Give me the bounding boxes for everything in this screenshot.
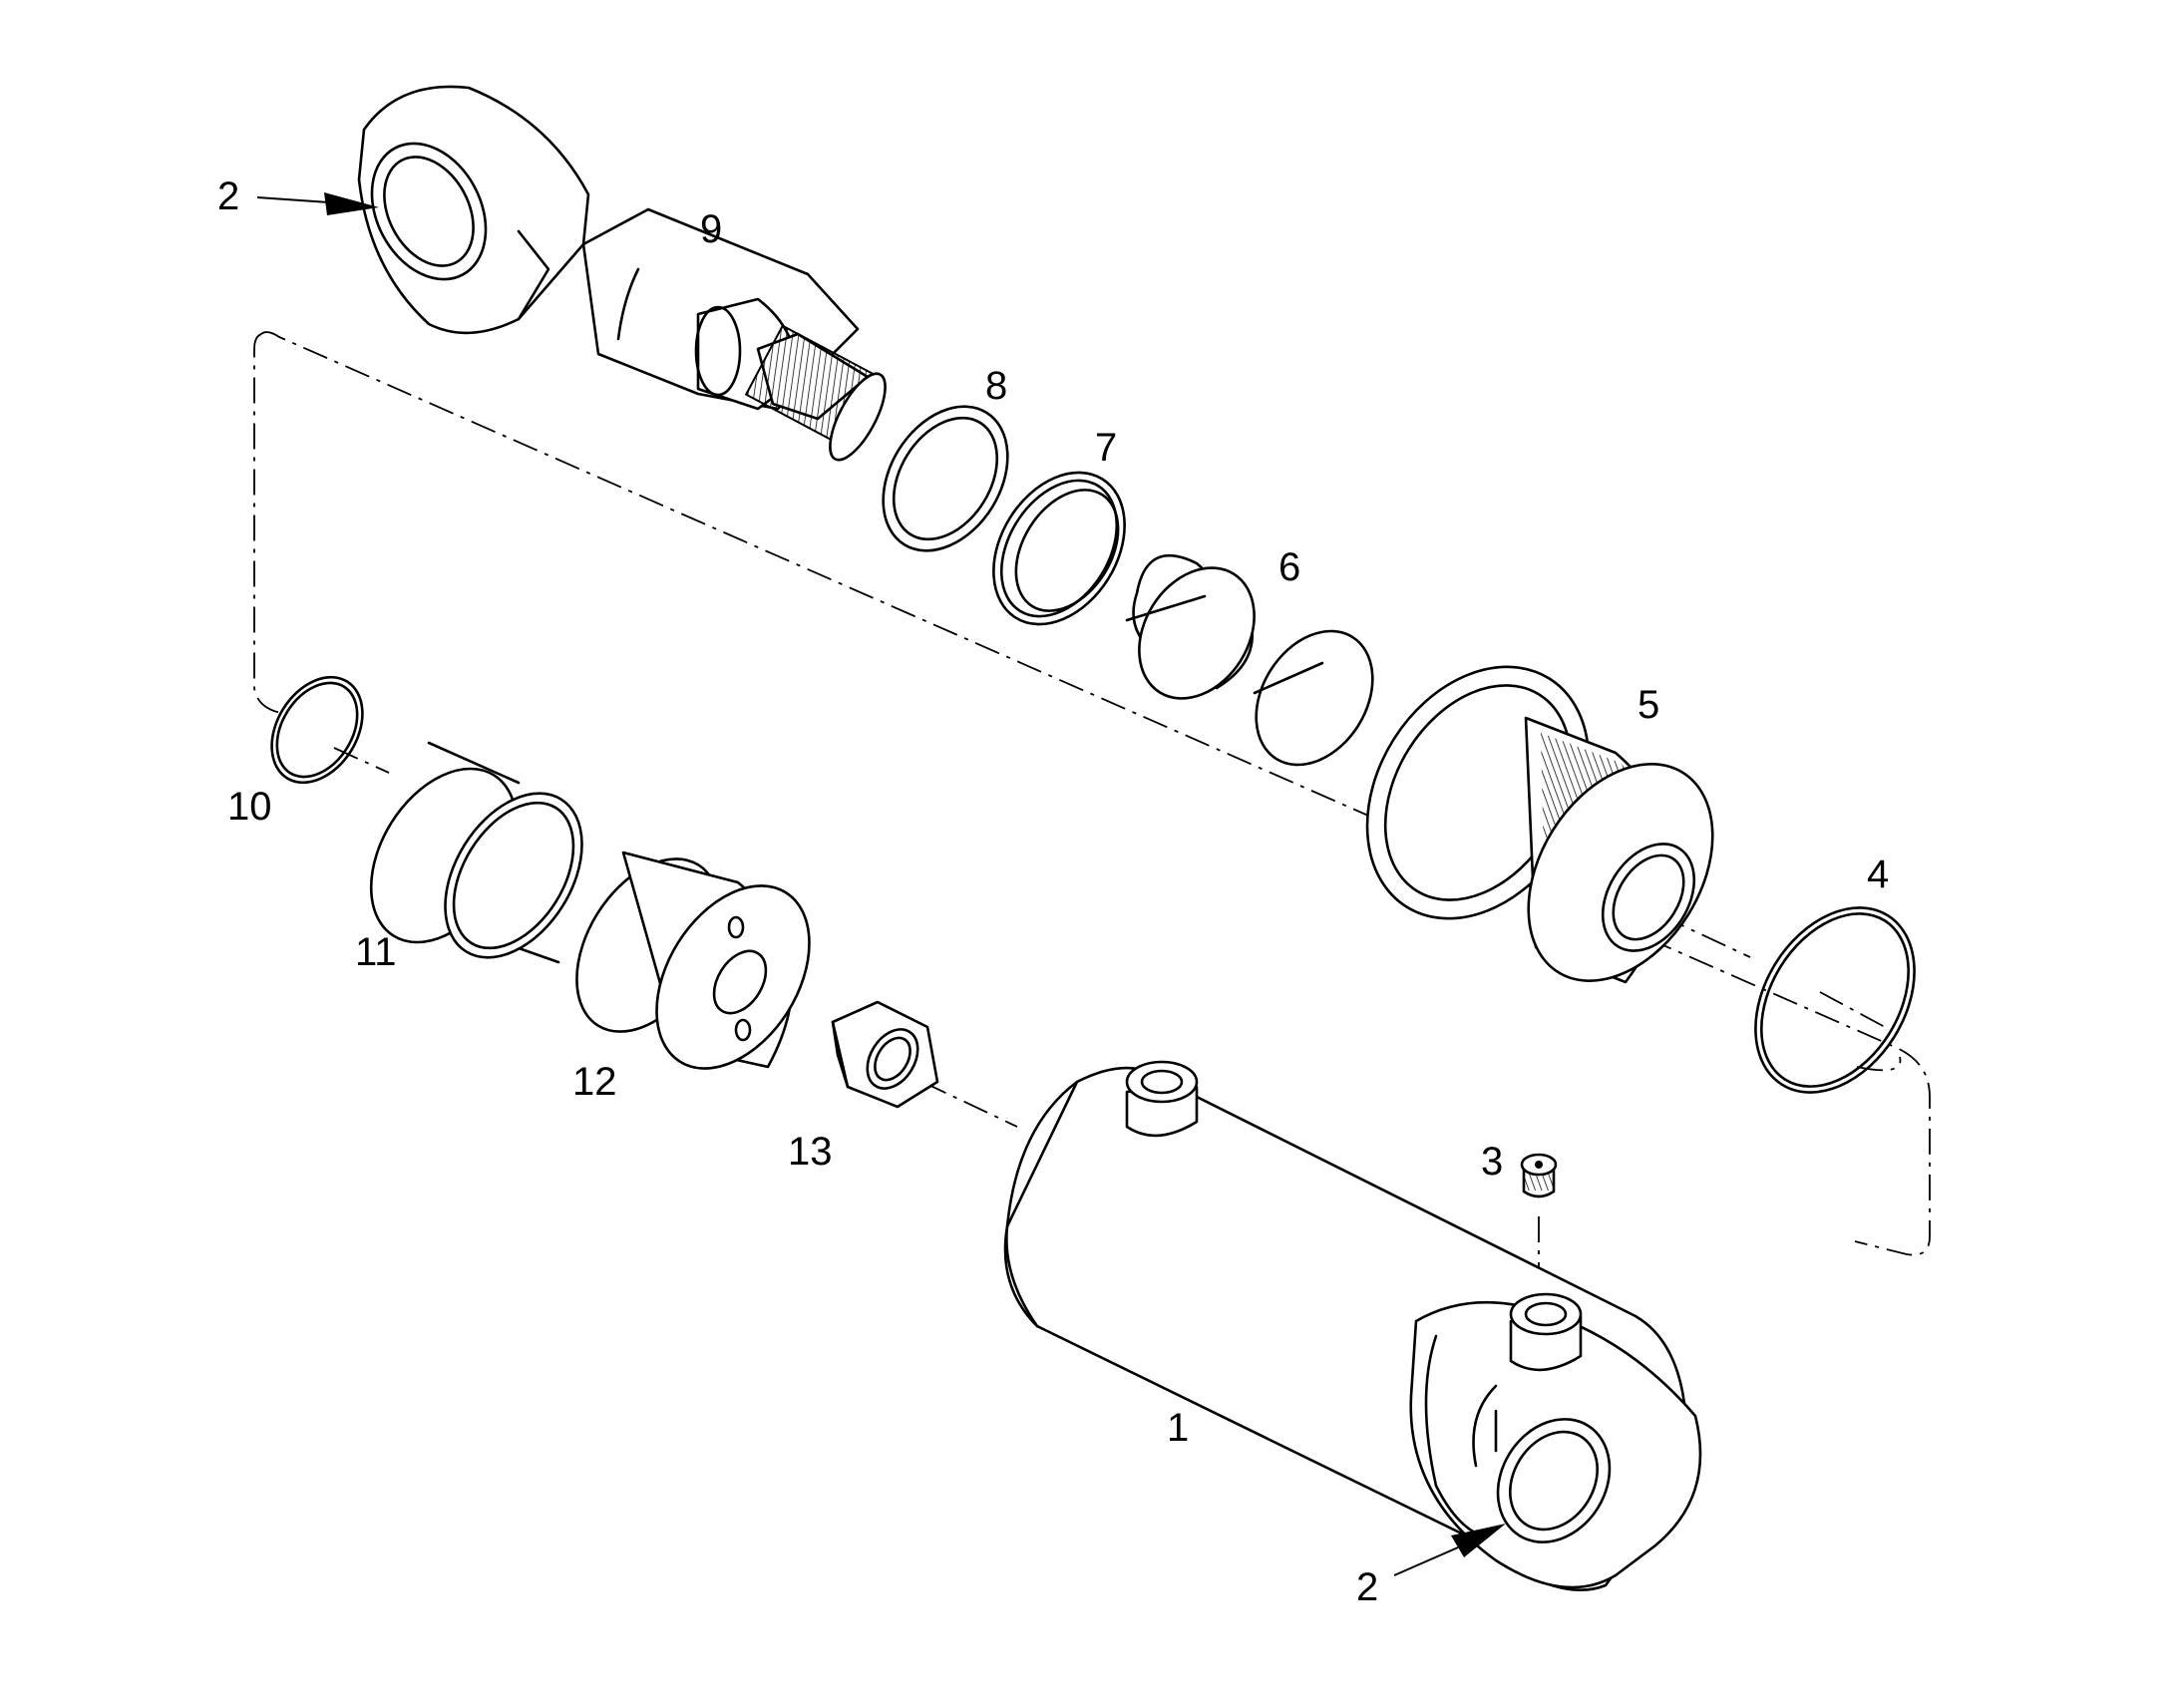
assembly-boundary-line <box>253 331 1931 1256</box>
part-8-ring <box>882 405 1009 552</box>
callout-6: 6 <box>1278 545 1300 589</box>
callout-10: 10 <box>227 785 272 829</box>
callout-7: 7 <box>1095 426 1117 470</box>
callout-13: 13 <box>788 1130 833 1174</box>
part-13-hex-nut <box>831 1000 939 1109</box>
part-10-retaining-ring <box>270 675 364 785</box>
callout-4: 4 <box>1867 853 1889 896</box>
part-11-piston-seal <box>369 741 583 964</box>
part-4-o-ring <box>1754 906 1916 1094</box>
part-3-grease-nipple <box>1520 1153 1558 1198</box>
callout-3: 3 <box>1481 1140 1503 1184</box>
part-6-split-bushing-b <box>1253 629 1374 767</box>
part-6-split-bushing-a <box>1125 553 1256 700</box>
center-axis-lines <box>333 747 1886 1276</box>
callout-1: 1 <box>1167 1406 1189 1450</box>
leader-arrow-top <box>256 192 379 215</box>
callout-9: 9 <box>700 207 722 251</box>
part-9-piston-rod-eye <box>357 85 887 462</box>
part-1-cylinder-barrel <box>1003 1060 1702 1592</box>
callout-12: 12 <box>572 1060 617 1104</box>
callout-5: 5 <box>1637 683 1659 727</box>
callout-2-bottom: 2 <box>1356 1565 1378 1609</box>
part-12-piston <box>575 851 811 1070</box>
callout-2-top: 2 <box>217 174 239 218</box>
callout-11: 11 <box>355 930 397 974</box>
callout-8: 8 <box>985 364 1007 408</box>
part-7-seal <box>992 471 1126 626</box>
leader-arrow-bottom <box>1393 1524 1506 1576</box>
part-5-cylinder-head <box>1365 665 1714 984</box>
